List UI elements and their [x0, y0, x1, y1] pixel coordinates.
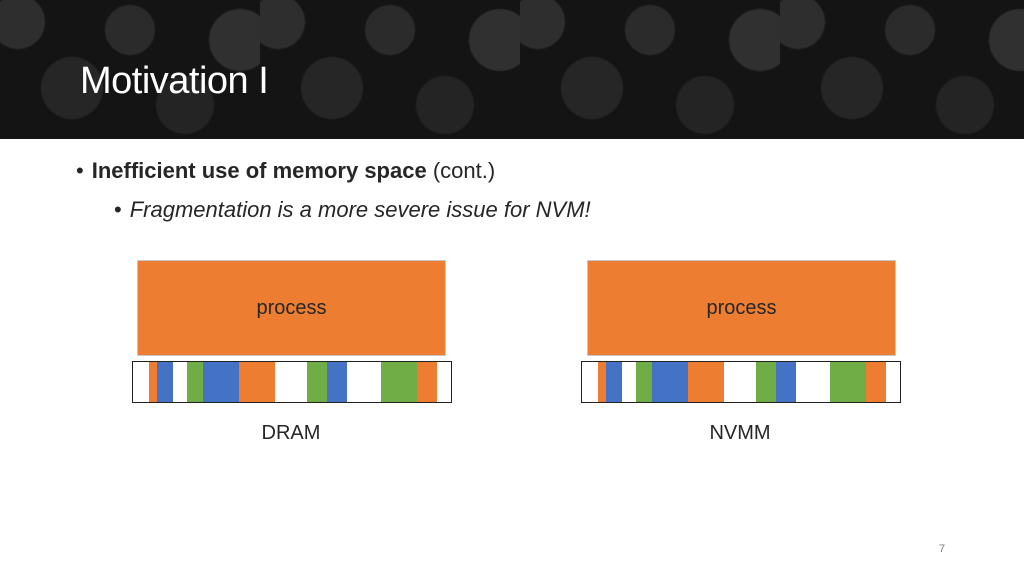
memory-segment-orange [149, 362, 157, 402]
memory-segment-white [133, 362, 149, 402]
memory-segment-blue [203, 362, 239, 402]
memory-segment-white [724, 362, 756, 402]
nvmm-process-box: process [587, 260, 896, 356]
memory-segment-green [187, 362, 203, 402]
memory-segment-white [796, 362, 830, 402]
bullet-italic-text: Fragmentation is a more severe issue for… [129, 197, 591, 222]
dram-caption: DRAM [261, 422, 321, 444]
memory-segment-blue [157, 362, 173, 402]
memory-segment-green [307, 362, 327, 402]
memory-segment-orange [417, 362, 437, 402]
memory-segment-blue [652, 362, 688, 402]
memory-segment-white [275, 362, 307, 402]
memory-segment-blue [776, 362, 796, 402]
memory-segment-green [636, 362, 652, 402]
memory-segment-orange [239, 362, 275, 402]
memory-segment-orange [688, 362, 724, 402]
memory-segment-blue [606, 362, 622, 402]
memory-segment-blue [327, 362, 347, 402]
memory-segment-white [437, 362, 451, 402]
bullet-marker: • [114, 197, 122, 222]
memory-segment-white [622, 362, 636, 402]
dram-process-box: process [137, 260, 446, 356]
memory-segment-green [381, 362, 417, 402]
dram-memory-strip [132, 361, 452, 403]
slide-title: Motivation I [80, 60, 269, 102]
page-number: 7 [938, 543, 946, 555]
nvmm-memory-strip [581, 361, 901, 403]
bullet-rest-text: (cont.) [426, 158, 496, 183]
memory-segment-orange [866, 362, 886, 402]
memory-segment-white [886, 362, 900, 402]
bullet-bold-text: Inefficient use of memory space [91, 158, 427, 183]
memory-segment-green [830, 362, 866, 402]
title-banner: Motivation I [0, 0, 1024, 139]
bullet-level1: • Inefficient use of memory space (cont.) [76, 158, 495, 184]
memory-segment-white [347, 362, 381, 402]
memory-segment-white [173, 362, 187, 402]
bullet-level2: • Fragmentation is a more severe issue fo… [114, 197, 591, 223]
bullet-marker: • [76, 158, 84, 183]
nvmm-caption: NVMM [709, 422, 771, 444]
memory-segment-orange [598, 362, 606, 402]
memory-segment-green [756, 362, 776, 402]
memory-segment-white [582, 362, 598, 402]
